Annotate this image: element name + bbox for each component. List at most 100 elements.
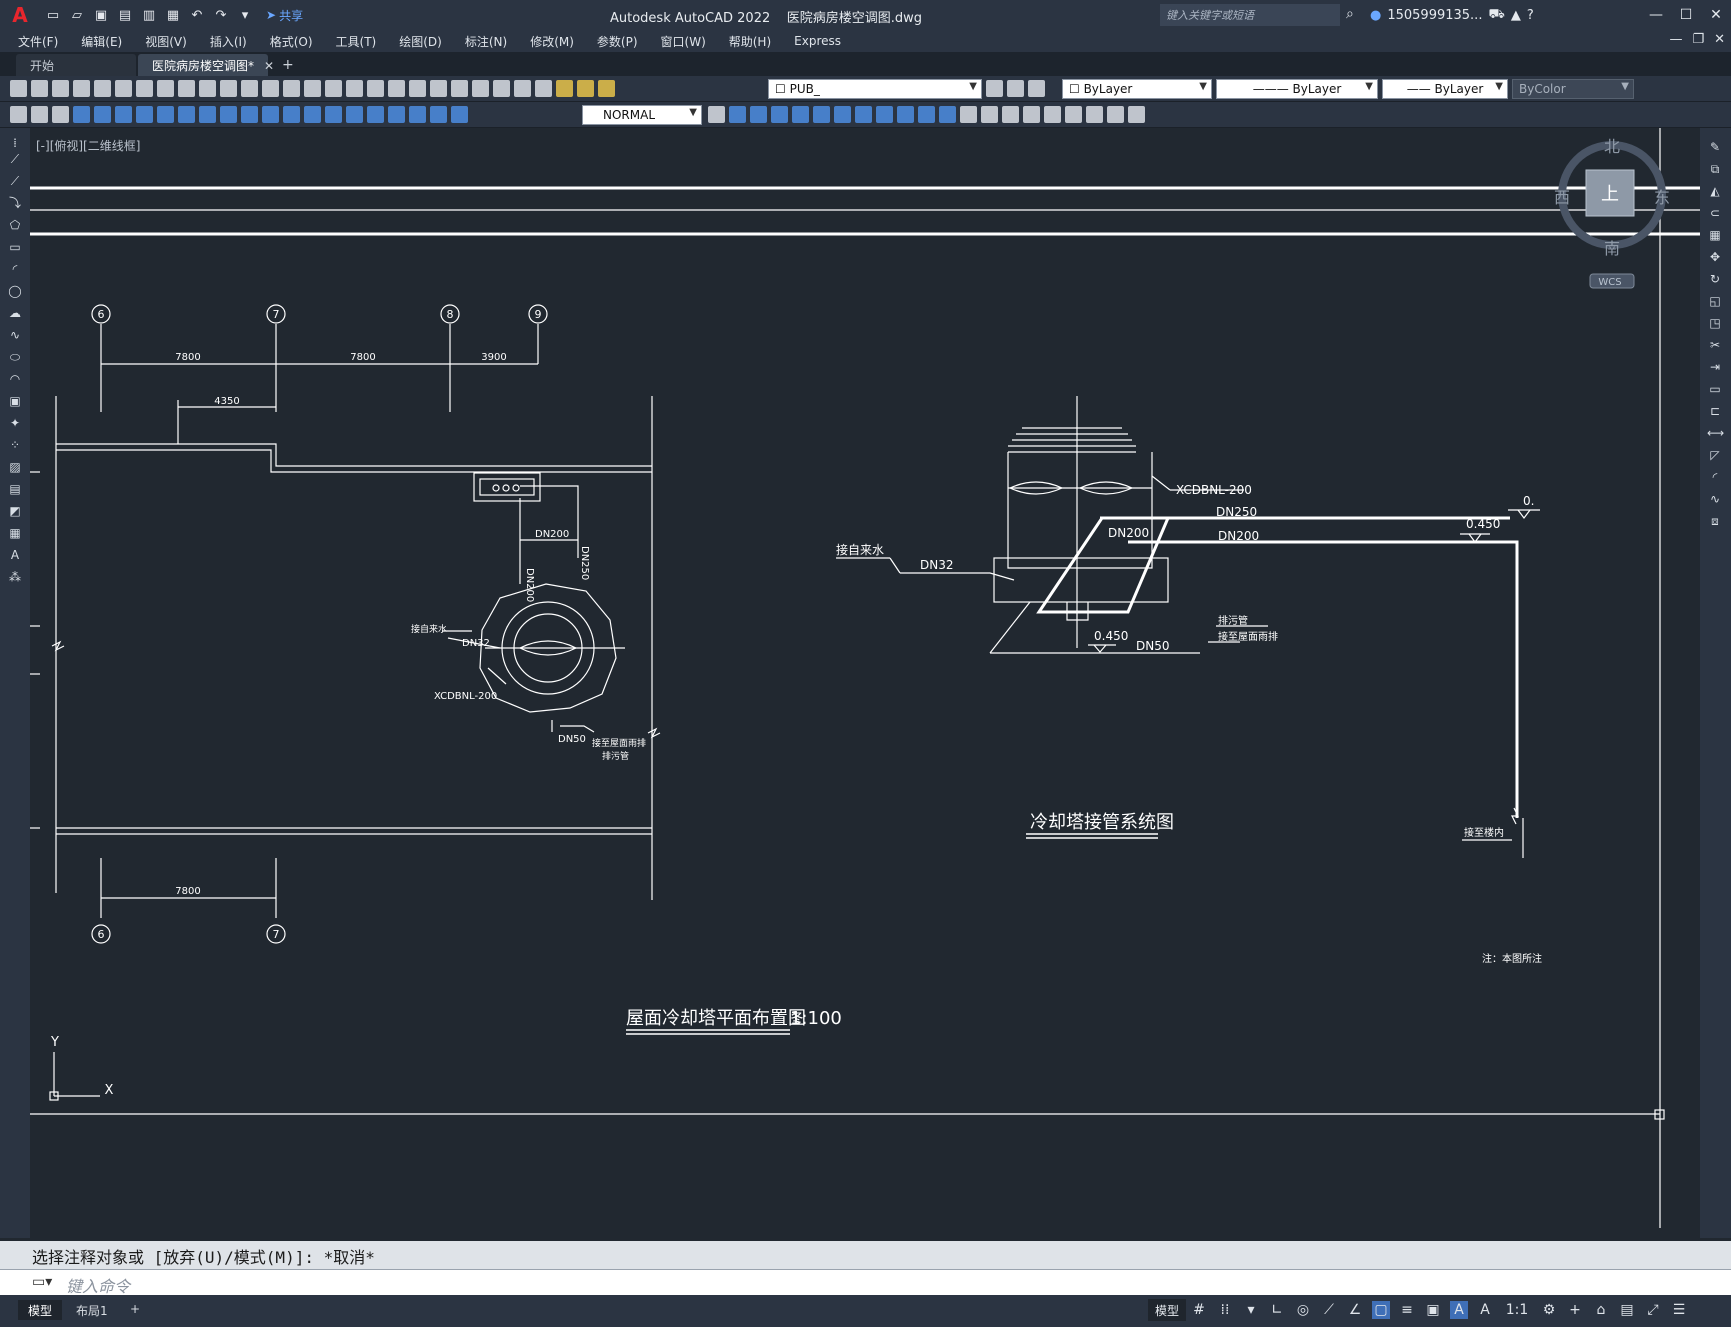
wcs-menu[interactable]: WCS: [1598, 277, 1621, 288]
layer-isolate-icon[interactable]: [1128, 106, 1145, 123]
make-block-icon[interactable]: ✦: [9, 416, 21, 430]
annotation-scale[interactable]: 1:1: [1505, 1302, 1529, 1318]
new-file-icon[interactable]: ▭: [46, 7, 60, 23]
continue-dim-icon[interactable]: [283, 106, 300, 123]
copy-object-icon[interactable]: ⧉: [1710, 162, 1720, 176]
dim-edit-icon[interactable]: [31, 106, 48, 123]
trim-icon[interactable]: ✂: [1709, 338, 1721, 352]
layer-dropdown[interactable]: ☐ PUB_▼: [768, 79, 982, 99]
minimize-icon[interactable]: —: [1649, 7, 1663, 23]
dims-front-icon[interactable]: [897, 106, 914, 123]
sheet-set-icon[interactable]: [451, 80, 468, 97]
redo-tool-icon[interactable]: [283, 80, 300, 97]
viewport-controls[interactable]: [-][俯视][二维线框]: [36, 139, 141, 153]
viewcube-east[interactable]: 东: [1654, 188, 1670, 207]
fillet-icon[interactable]: ◜: [1712, 470, 1718, 484]
undo-icon[interactable]: ↶: [191, 7, 203, 23]
calculator-icon[interactable]: [493, 80, 510, 97]
insert-block-icon[interactable]: ▣: [9, 394, 21, 408]
dimstyle-dropdown[interactable]: NORMAL▼: [582, 105, 702, 125]
qat-dropdown-icon[interactable]: ▾: [241, 7, 249, 23]
add-layout-icon[interactable]: +: [130, 1302, 141, 1316]
tab-model[interactable]: 模型: [18, 1300, 63, 1320]
menu-window[interactable]: 窗口(W): [660, 34, 706, 49]
mtext-icon[interactable]: A: [10, 548, 20, 562]
dim-break-icon[interactable]: [325, 106, 342, 123]
ellipse-icon[interactable]: ⬭: [9, 350, 21, 364]
preview-icon[interactable]: [94, 80, 111, 97]
erase-icon[interactable]: ✎: [1709, 140, 1721, 154]
undo-tool-icon[interactable]: [262, 80, 279, 97]
menu-format[interactable]: 格式(O): [269, 34, 313, 49]
move-icon[interactable]: ✥: [1709, 250, 1721, 264]
linear-dim-icon[interactable]: [73, 106, 90, 123]
menu-help[interactable]: 帮助(H): [728, 34, 772, 49]
units-icon[interactable]: ⌂: [1596, 1302, 1606, 1318]
menu-modify[interactable]: 修改(M): [530, 34, 574, 49]
plot-icon[interactable]: ▦: [166, 7, 180, 23]
close-icon[interactable]: ✕: [1710, 7, 1722, 23]
recent-commands-icon[interactable]: ▭▾: [32, 1274, 53, 1290]
region-icon[interactable]: ◩: [9, 504, 21, 518]
paste-icon[interactable]: [199, 80, 216, 97]
customization-icon[interactable]: ☰: [1672, 1302, 1686, 1318]
draworder-under-icon[interactable]: [855, 106, 872, 123]
doc-close-icon[interactable]: ✕: [1714, 32, 1725, 47]
polyline-icon[interactable]: ⤵: [8, 196, 21, 210]
new-tab-icon[interactable]: +: [282, 57, 294, 73]
share-button[interactable]: ➤共享: [266, 8, 304, 23]
maximize-icon[interactable]: ☐: [1679, 7, 1693, 23]
rectangle-icon[interactable]: ▭: [9, 240, 21, 254]
zoom-window-icon[interactable]: [346, 80, 363, 97]
plotstyle-dropdown[interactable]: ByColor▼: [1512, 79, 1634, 99]
grid-icon[interactable]: #: [1193, 1302, 1205, 1318]
chamfer-icon[interactable]: ◸: [1710, 448, 1720, 462]
help-icon[interactable]: ?: [1526, 8, 1534, 23]
snap-icon[interactable]: ⁞⁞: [1220, 1302, 1230, 1318]
cut-icon[interactable]: [157, 80, 174, 97]
open-file-icon[interactable]: ▱: [72, 7, 82, 23]
viewcube-north[interactable]: 北: [1604, 137, 1620, 156]
annotation-visibility-icon[interactable]: A: [1450, 1301, 1468, 1319]
menu-insert[interactable]: 插入(I): [209, 34, 247, 49]
arc-icon[interactable]: ◜: [12, 262, 18, 276]
dim-update-icon[interactable]: [10, 106, 27, 123]
construction-line-icon[interactable]: ⟋: [10, 174, 20, 188]
hatch-back-icon[interactable]: [939, 106, 956, 123]
markup-icon[interactable]: [472, 80, 489, 97]
menu-view[interactable]: 视图(V): [145, 34, 187, 49]
quick-dim-icon[interactable]: [241, 106, 258, 123]
drawing-canvas[interactable]: 6 7 8 9 6 7 7800 7800 3900 4350 7800 DN2…: [30, 128, 1700, 1236]
frame-grip[interactable]: [1654, 1109, 1665, 1120]
menu-tools[interactable]: 工具(T): [335, 34, 377, 49]
workspace-gear-icon[interactable]: ⚙: [1542, 1302, 1556, 1318]
publish-icon[interactable]: ▥: [142, 7, 156, 23]
jogged-linear-icon[interactable]: [409, 106, 426, 123]
layer-state-icon[interactable]: [1028, 80, 1045, 97]
redo-icon[interactable]: ↷: [215, 7, 227, 23]
autodesk-app-icon[interactable]: ▲: [1510, 8, 1521, 23]
menu-file[interactable]: 文件(F): [18, 34, 59, 49]
isolate-icon[interactable]: [960, 106, 977, 123]
doc-restore-icon[interactable]: ❐: [1692, 32, 1705, 47]
auto-scale-icon[interactable]: A: [1480, 1302, 1490, 1318]
diameter-dim-icon[interactable]: [199, 106, 216, 123]
user-account[interactable]: ●1505999135...⛟▲?: [1370, 7, 1534, 23]
arc-length-icon[interactable]: [115, 106, 132, 123]
viewcube-south[interactable]: 南: [1604, 239, 1620, 258]
properties-icon[interactable]: [388, 80, 405, 97]
draworder-front-icon[interactable]: [792, 106, 809, 123]
end-isolation-icon[interactable]: [1002, 106, 1019, 123]
break-icon[interactable]: ⊏: [1709, 404, 1721, 418]
dim-text-angle-icon[interactable]: [451, 106, 468, 123]
scale-icon[interactable]: ◱: [1709, 294, 1721, 308]
save-tool-icon[interactable]: [52, 80, 69, 97]
layer-previous-icon[interactable]: [1007, 80, 1024, 97]
quick-select-icon[interactable]: [1044, 106, 1061, 123]
spline-icon[interactable]: ∿: [9, 328, 21, 342]
layer-on-icon[interactable]: [556, 80, 573, 97]
doc-minimize-icon[interactable]: —: [1669, 32, 1683, 47]
mirror-icon[interactable]: ◭: [1710, 184, 1720, 198]
lineweight-icon[interactable]: ≡: [1401, 1302, 1413, 1318]
toolbar-grip-icon[interactable]: ⁞: [13, 136, 17, 150]
